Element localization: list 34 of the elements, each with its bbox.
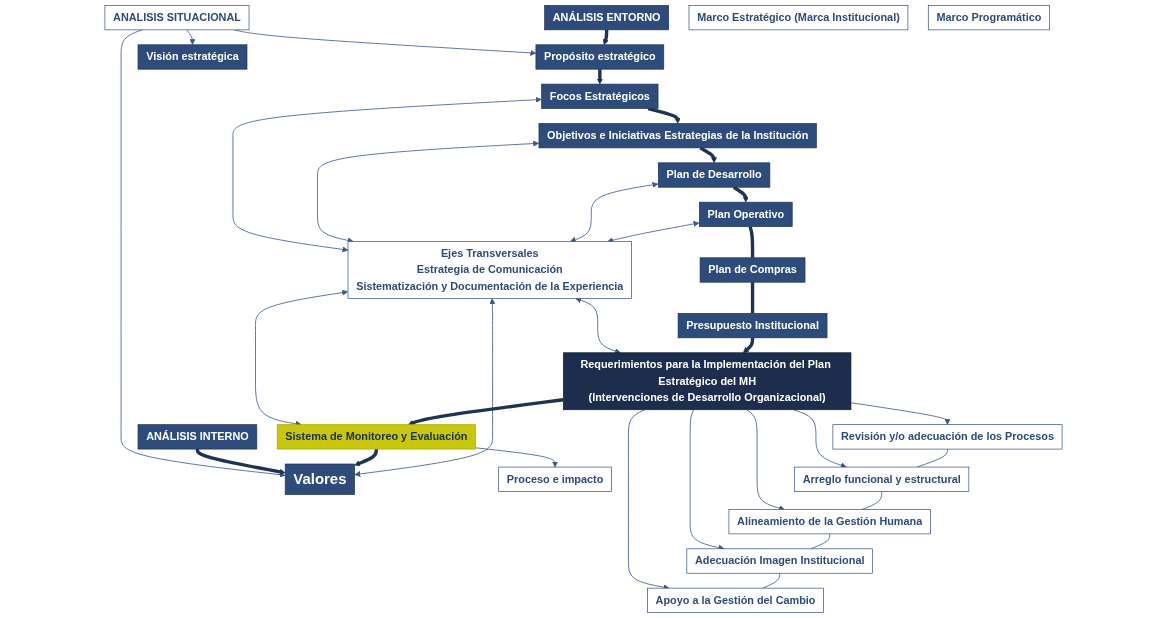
arrow <box>699 146 718 164</box>
arrow <box>407 398 564 426</box>
node-box: Propósito estratégico <box>535 44 665 70</box>
node-box: Adecuación Imagen Institucional <box>686 548 873 574</box>
node-box: Marco Programático <box>927 5 1050 31</box>
connector <box>750 282 755 314</box>
node-box: Sistema de Monitoreo y Evaluación <box>276 424 476 450</box>
node-box: ANALISIS SITUACIONAL <box>104 5 250 31</box>
node-box: Arreglo funcional y estructural <box>794 466 970 492</box>
node-box: Presupuesto Institucional <box>677 313 828 339</box>
node-box: Apoyo a la Gestión del Cambio <box>647 587 824 613</box>
node-box: Visión estratégica <box>137 44 248 70</box>
node-box: Requerimientos para la Implementación del Plan Estratégico del MH (Intervenciones de Desarrollo Organizacional) <box>563 352 852 411</box>
node-box: ANÁLISIS ENTORNO <box>544 5 669 31</box>
node-box: Ejes Transversales Estrategia de Comunicación Sistematización y Documentación de la Experiencia <box>347 241 632 299</box>
node-box: ANÁLISIS INTERNO <box>137 424 258 450</box>
arrow <box>596 68 603 85</box>
node-box: Proceso e impacto <box>498 466 612 492</box>
arrow <box>195 448 286 475</box>
node-box: Objetivos e Iniciativas Estrategias de la Institución <box>538 123 817 149</box>
connector <box>748 226 755 258</box>
node-box: Revisión y/o adecuación de los Procesos <box>832 424 1063 450</box>
connector <box>762 572 781 589</box>
node-box: Plan de Compras <box>699 257 806 283</box>
node-box: Valores <box>284 463 355 495</box>
node-box: Plan Operativo <box>699 201 793 227</box>
arrow <box>742 337 755 354</box>
arrow <box>647 106 681 124</box>
node-box: Focos Estratégicos <box>541 83 659 109</box>
node-box: Marco Estratégico (Marca Institucional) <box>688 5 909 31</box>
arrow <box>603 29 609 46</box>
node-box: Alineamiento de la Gestión Humana <box>728 509 931 535</box>
node-box: Plan de Desarrollo <box>657 162 771 188</box>
arrow <box>354 448 379 467</box>
